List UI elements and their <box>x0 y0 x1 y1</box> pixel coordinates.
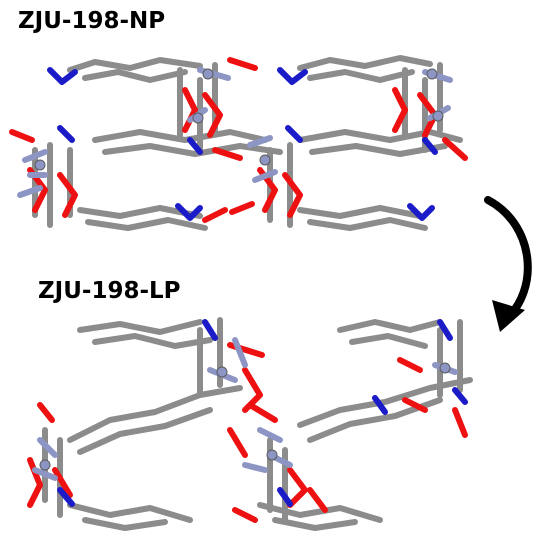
lp-oxygen-bonds <box>27 342 468 523</box>
lp-metal-centers <box>39 362 451 471</box>
np-structure <box>9 55 468 231</box>
np-nitrogen-bonds <box>47 67 438 221</box>
np-structure-label: ZJU-198-NP <box>18 8 166 34</box>
lp-structure <box>27 317 473 531</box>
curved-arrow-icon <box>484 196 532 332</box>
np-metal-centers <box>34 68 444 171</box>
np-oxygen-bonds <box>9 57 468 223</box>
np-linkers <box>32 55 463 231</box>
lp-structure-label: ZJU-198-LP <box>38 278 181 304</box>
lp-nitrogen-bonds <box>57 319 468 507</box>
